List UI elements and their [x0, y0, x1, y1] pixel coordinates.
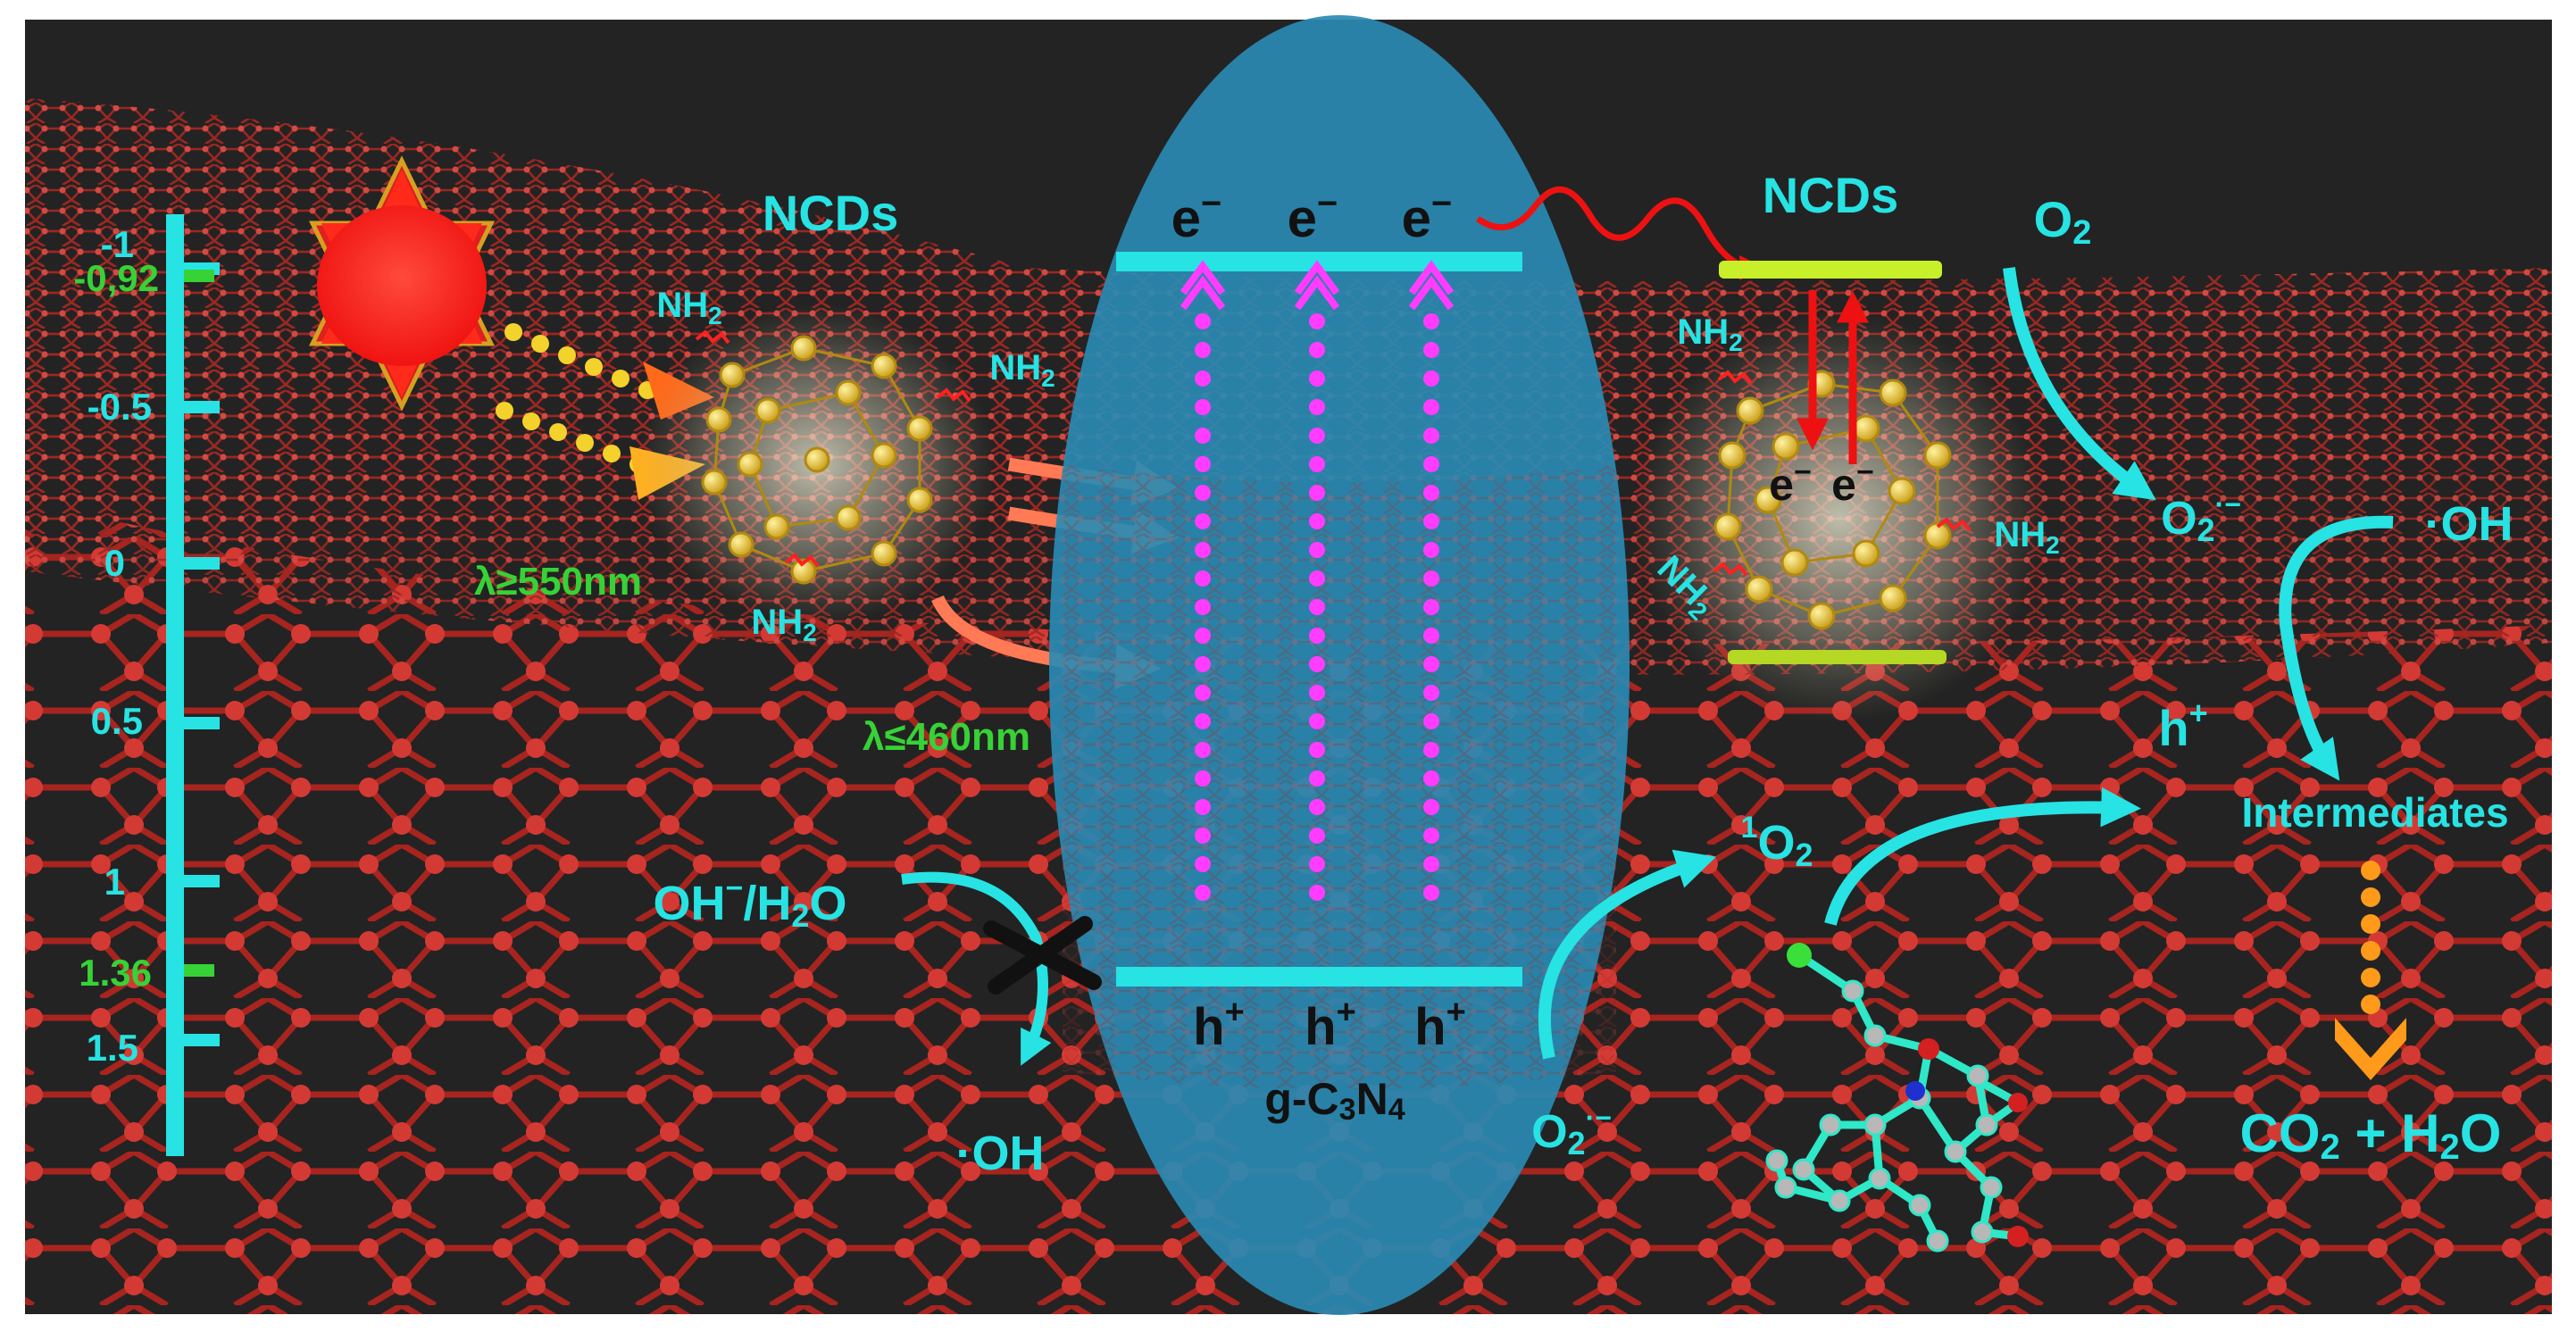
hydroxide-water-label: OH−/H2O [654, 871, 847, 934]
blocked-cross-icon [983, 916, 1102, 995]
pollutant-molecule [1765, 943, 2029, 1253]
valence-band [1116, 967, 1522, 987]
energy-highlight-cb: -0,92 [73, 257, 159, 299]
hole-label-right: h+ [2158, 695, 2207, 756]
energy-tick-4 [184, 717, 220, 729]
sun-icon [308, 155, 496, 412]
energy-marker-vb [184, 964, 214, 977]
energy-tick-6 [184, 1034, 220, 1046]
energy-tick-label-6: 1.5 [87, 1027, 138, 1069]
arrow-o2-to-superoxide [2003, 267, 2156, 501]
ncd-left-cluster [701, 335, 933, 585]
energy-tick-label-2: -0.5 [88, 386, 152, 428]
energy-tick-3 [184, 557, 220, 570]
ncd-left-amine-2: NH2 [989, 348, 1055, 392]
ncd-right-lower-level [1728, 650, 1947, 664]
cb-electron-3: e− [1402, 184, 1453, 248]
cb-electron-1: e− [1171, 184, 1222, 248]
arrow-oh-minus-blocked [901, 871, 1052, 1066]
energy-tick-5 [184, 875, 220, 887]
energy-scale: -1 -0.5 0 0.5 1 1.5 -0,92 1.36 [73, 214, 220, 1156]
intermediates-label: Intermediates [2241, 789, 2508, 836]
cb-electron-2: e− [1288, 184, 1338, 248]
energy-tick-label-3: 0 [104, 542, 125, 584]
g-c3n4-lattice-overlay [1063, 464, 1616, 1089]
superoxide-label-right: O2·− [2161, 488, 2241, 548]
ncd-right-cluster [1713, 370, 1952, 630]
hydroxyl-radical-left: ·OH [956, 1127, 1045, 1180]
wavelength-short-label: λ≤460nm [863, 715, 1030, 759]
excitation-arrowheads [1180, 260, 1455, 311]
products-arrow [2335, 861, 2406, 1080]
energy-tick-label-5: 1 [104, 861, 125, 903]
ncd-right-amine-bonds [1713, 370, 1972, 577]
conduction-band [1116, 252, 1522, 271]
hydroxyl-radical-right: ·OH [2425, 497, 2513, 551]
energy-tick-2 [184, 401, 220, 413]
ncd-right-amine-1: NH2 [1677, 312, 1742, 356]
vb-hole-3: h+ [1414, 994, 1466, 1056]
ncd-left-amine-3: NH2 [751, 603, 816, 646]
arrow-pollutant-to-intermediates [1824, 787, 2141, 926]
ncd-right-amine-2: NH2 [1994, 515, 2059, 559]
ncd-right-electron-1: e− [1769, 455, 1812, 510]
electron-transfer-arrow [1475, 186, 1765, 280]
vb-hole-1: h+ [1193, 994, 1245, 1056]
g-c3n4-label: g-C3N4 [1264, 1074, 1405, 1127]
ncd-right-electron-2: e− [1831, 455, 1874, 510]
energy-tick-label-4: 0.5 [91, 700, 143, 742]
energy-axis-bar [166, 214, 184, 1156]
energy-highlight-vb: 1.36 [79, 952, 152, 994]
arrow-radical-to-intermediates [2279, 515, 2394, 781]
ncd-right-glow [1634, 312, 2045, 723]
singlet-oxygen-label: 1O2 [1741, 811, 1813, 873]
ncd-left-title: NCDs [763, 185, 898, 241]
ncd-right-title: NCDs [1763, 167, 1898, 223]
ncd-right-upper-level [1719, 261, 1942, 279]
energy-marker-cb [184, 270, 214, 282]
products-label: CO2 + H2O [2240, 1103, 2502, 1167]
ncd-left-amine-1: NH2 [656, 286, 721, 329]
ncd-left-amine-bonds [695, 329, 971, 568]
superoxide-label-bottom: O2·− [1531, 1102, 1612, 1161]
vb-hole-2: h+ [1305, 994, 1356, 1056]
excitation-columns [1195, 313, 1439, 901]
arrow-superoxide-to-singlet [1538, 849, 1717, 1060]
oxygen-label: O2 [2034, 191, 2092, 252]
wavelength-long-label: λ≥550nm [474, 560, 642, 604]
energy-tick-label-1: -1 [101, 223, 134, 265]
